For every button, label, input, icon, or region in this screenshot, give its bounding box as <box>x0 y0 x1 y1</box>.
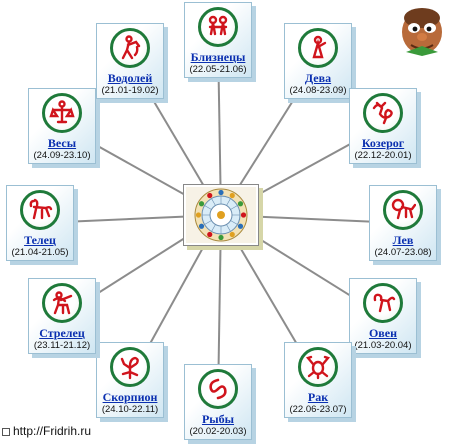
sign-card-cancer[interactable]: Рак (22.06-23.07) <box>284 342 352 418</box>
sign-dates-sagittarius: (23.11-21.12) <box>33 340 91 351</box>
link-icon <box>2 427 10 436</box>
gnome-face-icon <box>402 8 442 56</box>
sign-card-virgo[interactable]: Дева (24.08-23.09) <box>284 23 352 99</box>
wheel-sign-dot <box>207 192 213 199</box>
sign-card-aries[interactable]: Овен (21.03-20.04) <box>349 278 417 354</box>
sign-card-gemini[interactable]: Близнецы (22.05-21.06) <box>184 2 252 78</box>
wheel-ray <box>211 198 216 206</box>
sign-name-taurus[interactable]: Телец <box>24 233 56 247</box>
site-url-text[interactable]: http://Fridrih.ru <box>13 424 92 438</box>
sign-dates-cancer: (22.06-23.07) <box>289 404 347 415</box>
taurus-medal <box>20 190 60 230</box>
wheel-ray <box>230 220 238 225</box>
sign-name-aquarius[interactable]: Водолей <box>107 71 153 85</box>
sign-card-scorpio[interactable]: Скорпион (24.10-22.11) <box>96 342 164 418</box>
leo-medal <box>383 190 423 230</box>
aries-icon <box>373 293 396 313</box>
wheel-sign-dot <box>207 231 213 238</box>
cancer-icon <box>305 355 331 380</box>
wheel-ray <box>204 205 212 210</box>
wheel-sign-dot <box>229 231 235 238</box>
sign-name-scorpio[interactable]: Скорпион <box>102 390 158 404</box>
sign-name-capricorn[interactable]: Козерог <box>361 136 405 150</box>
wheel-ray <box>226 198 231 206</box>
sign-dates-scorpio: (24.10-22.11) <box>101 404 159 415</box>
wheel-sign-dot <box>198 201 205 207</box>
wheel-sign-dot <box>198 223 205 229</box>
sign-dates-aries: (21.03-20.04) <box>354 340 412 351</box>
wheel-sign-dot <box>195 212 202 218</box>
sign-dates-taurus: (21.04-21.05) <box>11 247 69 258</box>
sign-card-sagittarius[interactable]: Стрелец (23.11-21.12) <box>28 278 96 354</box>
gemini-medal <box>198 7 238 47</box>
aries-medal <box>363 283 403 323</box>
capricorn-medal <box>363 93 403 133</box>
sign-card-libra[interactable]: Весы (24.09-23.10) <box>28 88 96 164</box>
mascot <box>396 2 448 58</box>
sign-dates-virgo: (24.08-23.09) <box>289 85 347 96</box>
zodiac-wheel-icon <box>186 187 256 243</box>
sign-name-aries[interactable]: Овен <box>368 326 398 340</box>
pisces-icon <box>209 378 227 400</box>
wheel-sign-dot <box>237 201 244 207</box>
sign-name-sagittarius[interactable]: Стрелец <box>39 326 85 340</box>
libra-icon <box>49 100 75 124</box>
sign-name-pisces[interactable]: Рыбы <box>201 412 235 426</box>
sagittarius-medal <box>42 283 82 323</box>
sign-dates-libra: (24.09-23.10) <box>33 150 91 161</box>
wheel-ray <box>204 220 212 225</box>
sign-dates-capricorn: (22.12-20.01) <box>354 150 412 161</box>
sign-card-aquarius[interactable]: Водолей (21.01-19.02) <box>96 23 164 99</box>
virgo-medal <box>298 28 338 68</box>
libra-medal <box>42 93 82 133</box>
sign-card-capricorn[interactable]: Козерог (22.12-20.01) <box>349 88 417 164</box>
sign-name-cancer[interactable]: Рак <box>307 390 329 404</box>
wheel-sign-dot <box>237 223 244 229</box>
wheel-sign-dot <box>240 212 247 218</box>
sign-name-gemini[interactable]: Близнецы <box>190 50 246 64</box>
sign-card-leo[interactable]: Лев (24.07-23.08) <box>369 185 437 261</box>
sign-dates-aquarius: (21.01-19.02) <box>101 85 159 96</box>
gemini-icon <box>208 15 228 36</box>
wheel-ray <box>230 205 238 210</box>
scorpio-medal <box>110 347 150 387</box>
aquarius-icon <box>121 35 141 60</box>
leo-icon <box>391 198 416 220</box>
capricorn-icon <box>372 101 393 125</box>
site-url[interactable]: http://Fridrih.ru <box>2 424 91 438</box>
zodiac-wheel <box>183 184 259 246</box>
virgo-icon <box>312 35 327 59</box>
sign-dates-leo: (24.07-23.08) <box>374 247 432 258</box>
aquarius-medal <box>110 28 150 68</box>
sign-dates-pisces: (20.02-20.03) <box>189 426 247 437</box>
taurus-icon <box>29 198 53 220</box>
sagittarius-icon <box>52 291 73 315</box>
sign-name-virgo[interactable]: Дева <box>304 71 332 85</box>
wheel-sign-dot <box>229 192 235 199</box>
sign-name-libra[interactable]: Весы <box>47 136 77 150</box>
cancer-medal <box>298 347 338 387</box>
wheel-ray <box>226 224 231 232</box>
wheel-sign-dot <box>218 234 224 241</box>
scorpio-icon <box>120 356 139 380</box>
sign-card-pisces[interactable]: Рыбы (20.02-20.03) <box>184 364 252 440</box>
pisces-medal <box>198 369 238 409</box>
wheel-sign-dot <box>218 189 224 196</box>
sign-dates-gemini: (22.05-21.06) <box>189 64 247 75</box>
sign-card-taurus[interactable]: Телец (21.04-21.05) <box>6 185 74 261</box>
sign-name-leo[interactable]: Лев <box>392 233 414 247</box>
wheel-ray <box>211 224 216 232</box>
